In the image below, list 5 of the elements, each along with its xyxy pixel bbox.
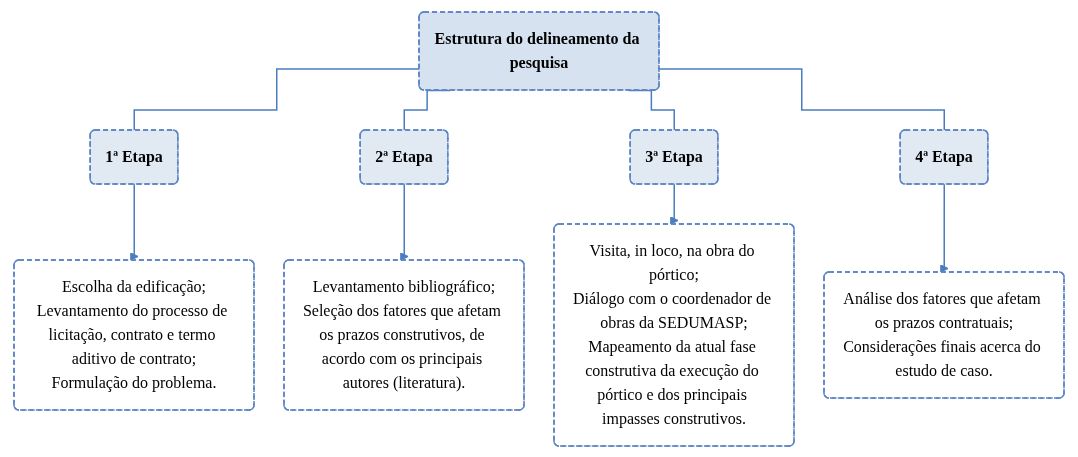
arrow	[400, 183, 409, 261]
arrow	[940, 183, 949, 273]
connector	[403, 89, 451, 131]
arrow	[130, 183, 139, 261]
arrow	[670, 183, 679, 225]
